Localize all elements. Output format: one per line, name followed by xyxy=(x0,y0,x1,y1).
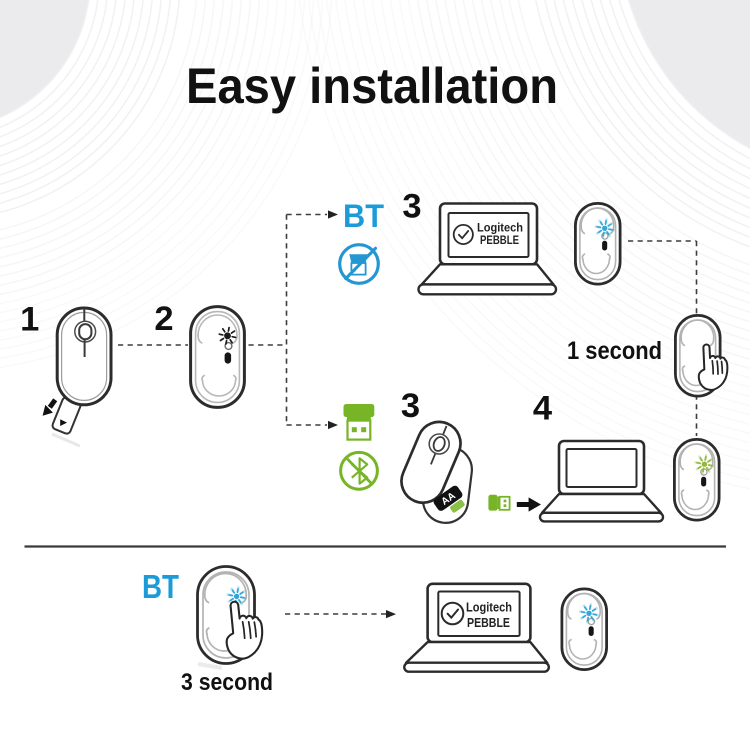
svg-text:BT: BT xyxy=(343,198,384,234)
svg-text:3: 3 xyxy=(402,188,421,226)
svg-text:4: 4 xyxy=(533,390,552,428)
svg-text:Easy installation: Easy installation xyxy=(186,58,558,114)
svg-text:3 second: 3 second xyxy=(181,669,273,696)
svg-text:2: 2 xyxy=(154,300,173,338)
svg-text:Logitech: Logitech xyxy=(466,601,512,615)
svg-text:PEBBLE: PEBBLE xyxy=(467,616,510,630)
svg-text:PEBBLE: PEBBLE xyxy=(480,235,519,247)
svg-text:1 second: 1 second xyxy=(567,337,662,365)
svg-text:3: 3 xyxy=(401,387,420,425)
svg-text:1: 1 xyxy=(20,301,39,339)
svg-text:BT: BT xyxy=(142,568,179,605)
svg-text:Logitech: Logitech xyxy=(477,223,523,235)
